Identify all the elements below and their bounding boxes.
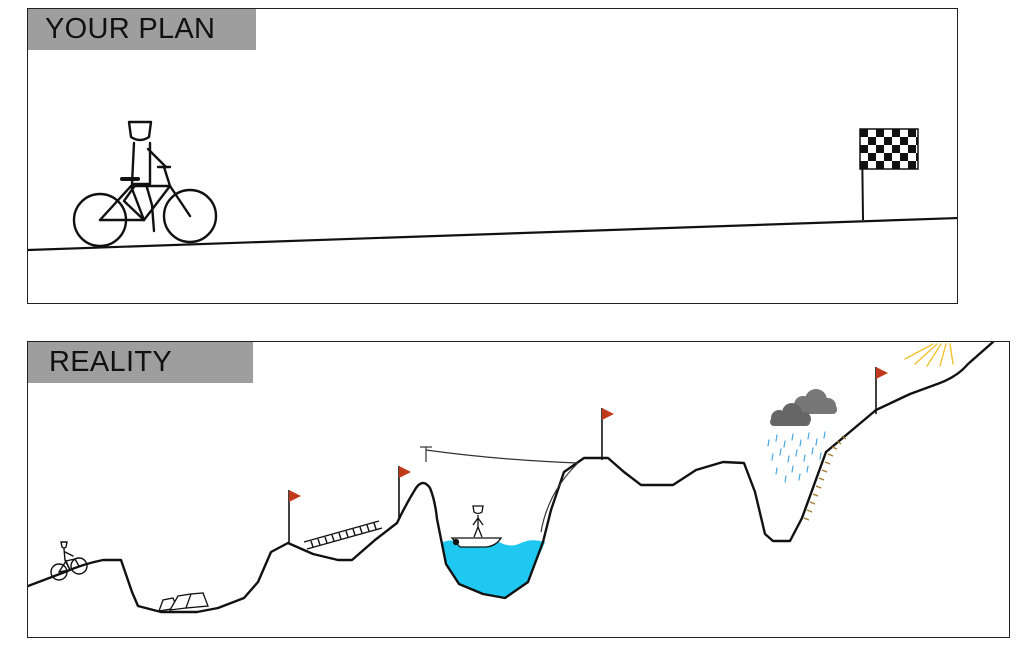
bridge-icon (303, 520, 383, 550)
reality-drawing (28, 342, 995, 614)
water-icon (441, 540, 545, 598)
cyclist-icon (72, 120, 218, 248)
checkered-flag-icon (859, 128, 919, 221)
plan-label: YOUR PLAN (28, 9, 256, 50)
ladder-icon (803, 435, 847, 521)
plan-panel: YOUR PLAN (27, 8, 958, 304)
reality-panel: REALITY (27, 341, 1010, 638)
flag-icon (601, 408, 614, 460)
rain-cloud-icon (767, 389, 837, 483)
sun-icon (904, 343, 954, 367)
flag-icon (288, 490, 301, 544)
flag-icon (875, 367, 888, 414)
plan-drawing (28, 120, 957, 252)
rope-line-icon (420, 446, 579, 533)
reality-label: REALITY (28, 342, 253, 383)
terrain-line (28, 342, 995, 614)
cyclist-icon (50, 541, 88, 581)
boat-icon (450, 505, 503, 548)
flag-icon (398, 466, 411, 518)
plan-ground-line (28, 216, 957, 252)
rocks-icon (158, 592, 209, 612)
